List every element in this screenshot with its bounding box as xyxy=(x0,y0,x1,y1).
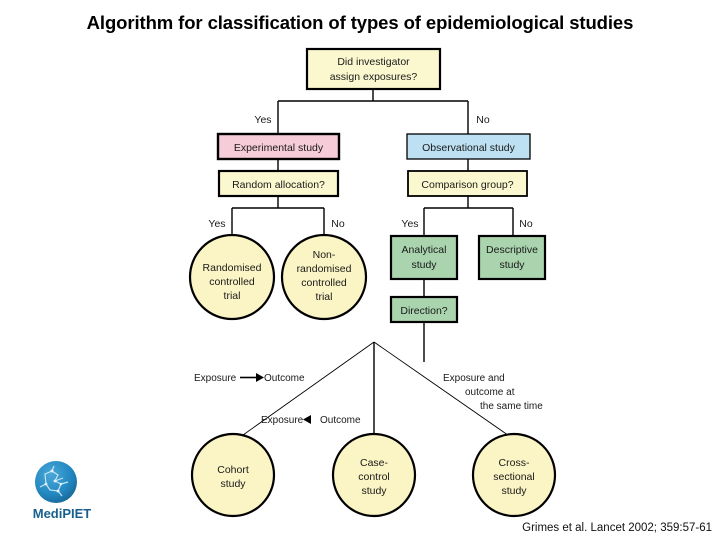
node-label-line2: assign exposures? xyxy=(330,71,418,83)
node-label-line1: Did investigator xyxy=(337,56,410,68)
node-experimental-study[interactable]: Experimental study xyxy=(216,132,341,161)
node-label-line2: study xyxy=(411,259,437,271)
node-label-line1: Descriptive xyxy=(486,244,538,256)
node-label: Observational study xyxy=(422,142,516,154)
node-box xyxy=(216,132,341,161)
node-direction-question[interactable]: Direction? xyxy=(389,295,459,324)
node-label-line1: Cross- xyxy=(499,457,530,469)
node-label: Direction? xyxy=(400,305,447,317)
flow-label-exposure: Exposure xyxy=(261,415,304,426)
node-box xyxy=(477,234,547,281)
flow-label-outcome: Outcome xyxy=(320,415,361,426)
node-box xyxy=(407,170,528,197)
node-did-investigator-assign-exposures[interactable]: Did investigator assign exposures? xyxy=(305,47,442,91)
edge-fan-to-cross-sectional xyxy=(373,341,516,441)
node-label: Comparison group? xyxy=(421,179,513,191)
node-label-line1: Randomised xyxy=(203,262,262,274)
node-label-line1: Cohort xyxy=(217,464,249,476)
node-descriptive-study[interactable]: Descriptive study xyxy=(477,234,547,281)
node-label: Random allocation? xyxy=(232,179,325,191)
edge-fan-to-cohort xyxy=(235,341,375,441)
node-label-line3: study xyxy=(501,485,527,497)
flow-label-case-control-outcome-to-exposure: Exposure Outcome xyxy=(261,415,361,426)
node-box xyxy=(305,47,442,91)
node-box xyxy=(217,169,340,198)
medipiet-logo: MediPIET xyxy=(14,460,110,532)
flow-arrow-head-right-icon xyxy=(256,373,264,382)
flow-label-exposure: Exposure xyxy=(194,373,237,384)
node-label-line3: study xyxy=(361,485,387,497)
node-non-randomised-controlled-trial[interactable]: Non- randomised controlled trial xyxy=(280,233,368,321)
flow-arrow-head-left-icon xyxy=(303,415,311,424)
node-label-line2: control xyxy=(358,471,390,483)
edge-label-comparison-yes: Yes xyxy=(401,218,418,230)
node-label-line2: sectional xyxy=(493,471,534,483)
node-label: Experimental study xyxy=(234,142,324,154)
flow-label-line2: outcome at xyxy=(465,387,515,398)
node-box xyxy=(389,234,459,281)
node-label-line2: randomised xyxy=(297,263,352,275)
edge-label-root-yes: Yes xyxy=(254,114,271,126)
node-label-line2: study xyxy=(220,478,246,490)
node-cohort-study[interactable]: Cohort study xyxy=(190,432,276,518)
node-comparison-group-question[interactable]: Comparison group? xyxy=(407,170,528,197)
node-analytical-study[interactable]: Analytical study xyxy=(389,234,459,281)
edge-label-random-yes: Yes xyxy=(208,218,225,230)
node-circle xyxy=(280,233,368,321)
node-label-line4: trial xyxy=(316,291,333,303)
node-circle xyxy=(331,432,417,518)
node-circle xyxy=(471,432,557,518)
citation-text: Grimes et al. Lancet 2002; 359:57-61 xyxy=(522,522,712,534)
edge-label-random-no: No xyxy=(331,218,345,230)
node-label-line1: Case- xyxy=(360,457,389,469)
node-cross-sectional-study[interactable]: Cross- sectional study xyxy=(471,432,557,518)
flow-label-line3: the same time xyxy=(480,401,543,412)
node-label-line2: study xyxy=(499,259,525,271)
node-circle xyxy=(188,233,276,321)
node-label-line1: Analytical xyxy=(402,244,447,256)
node-circle xyxy=(190,432,276,518)
flow-label-cohort-exposure-to-outcome: Exposure Outcome xyxy=(194,373,305,384)
edge-label-root-no: No xyxy=(476,114,490,126)
edge-label-comparison-no: No xyxy=(519,218,533,230)
node-case-control-study[interactable]: Case- control study xyxy=(331,432,417,518)
medipiet-logo-label: MediPIET xyxy=(32,506,92,521)
node-randomised-controlled-trial[interactable]: Randomised controlled trial xyxy=(188,233,276,321)
node-label-line3: controlled xyxy=(301,277,347,289)
flow-label-line1: Exposure and xyxy=(443,373,505,384)
medipiet-globe-icon xyxy=(35,461,77,503)
flow-label-outcome: Outcome xyxy=(264,373,305,384)
node-box xyxy=(389,295,459,324)
page-title: Algorithm for classification of types of… xyxy=(86,12,634,33)
node-label-line1: Non- xyxy=(313,249,336,261)
node-label-line3: trial xyxy=(224,290,241,302)
node-box xyxy=(406,133,531,160)
node-observational-study[interactable]: Observational study xyxy=(406,133,531,160)
node-label-line2: controlled xyxy=(209,276,255,288)
node-random-allocation-question[interactable]: Random allocation? xyxy=(217,169,340,198)
connector-lines xyxy=(231,89,516,441)
flow-label-cross-sectional-same-time: Exposure and outcome at the same time xyxy=(443,373,543,412)
